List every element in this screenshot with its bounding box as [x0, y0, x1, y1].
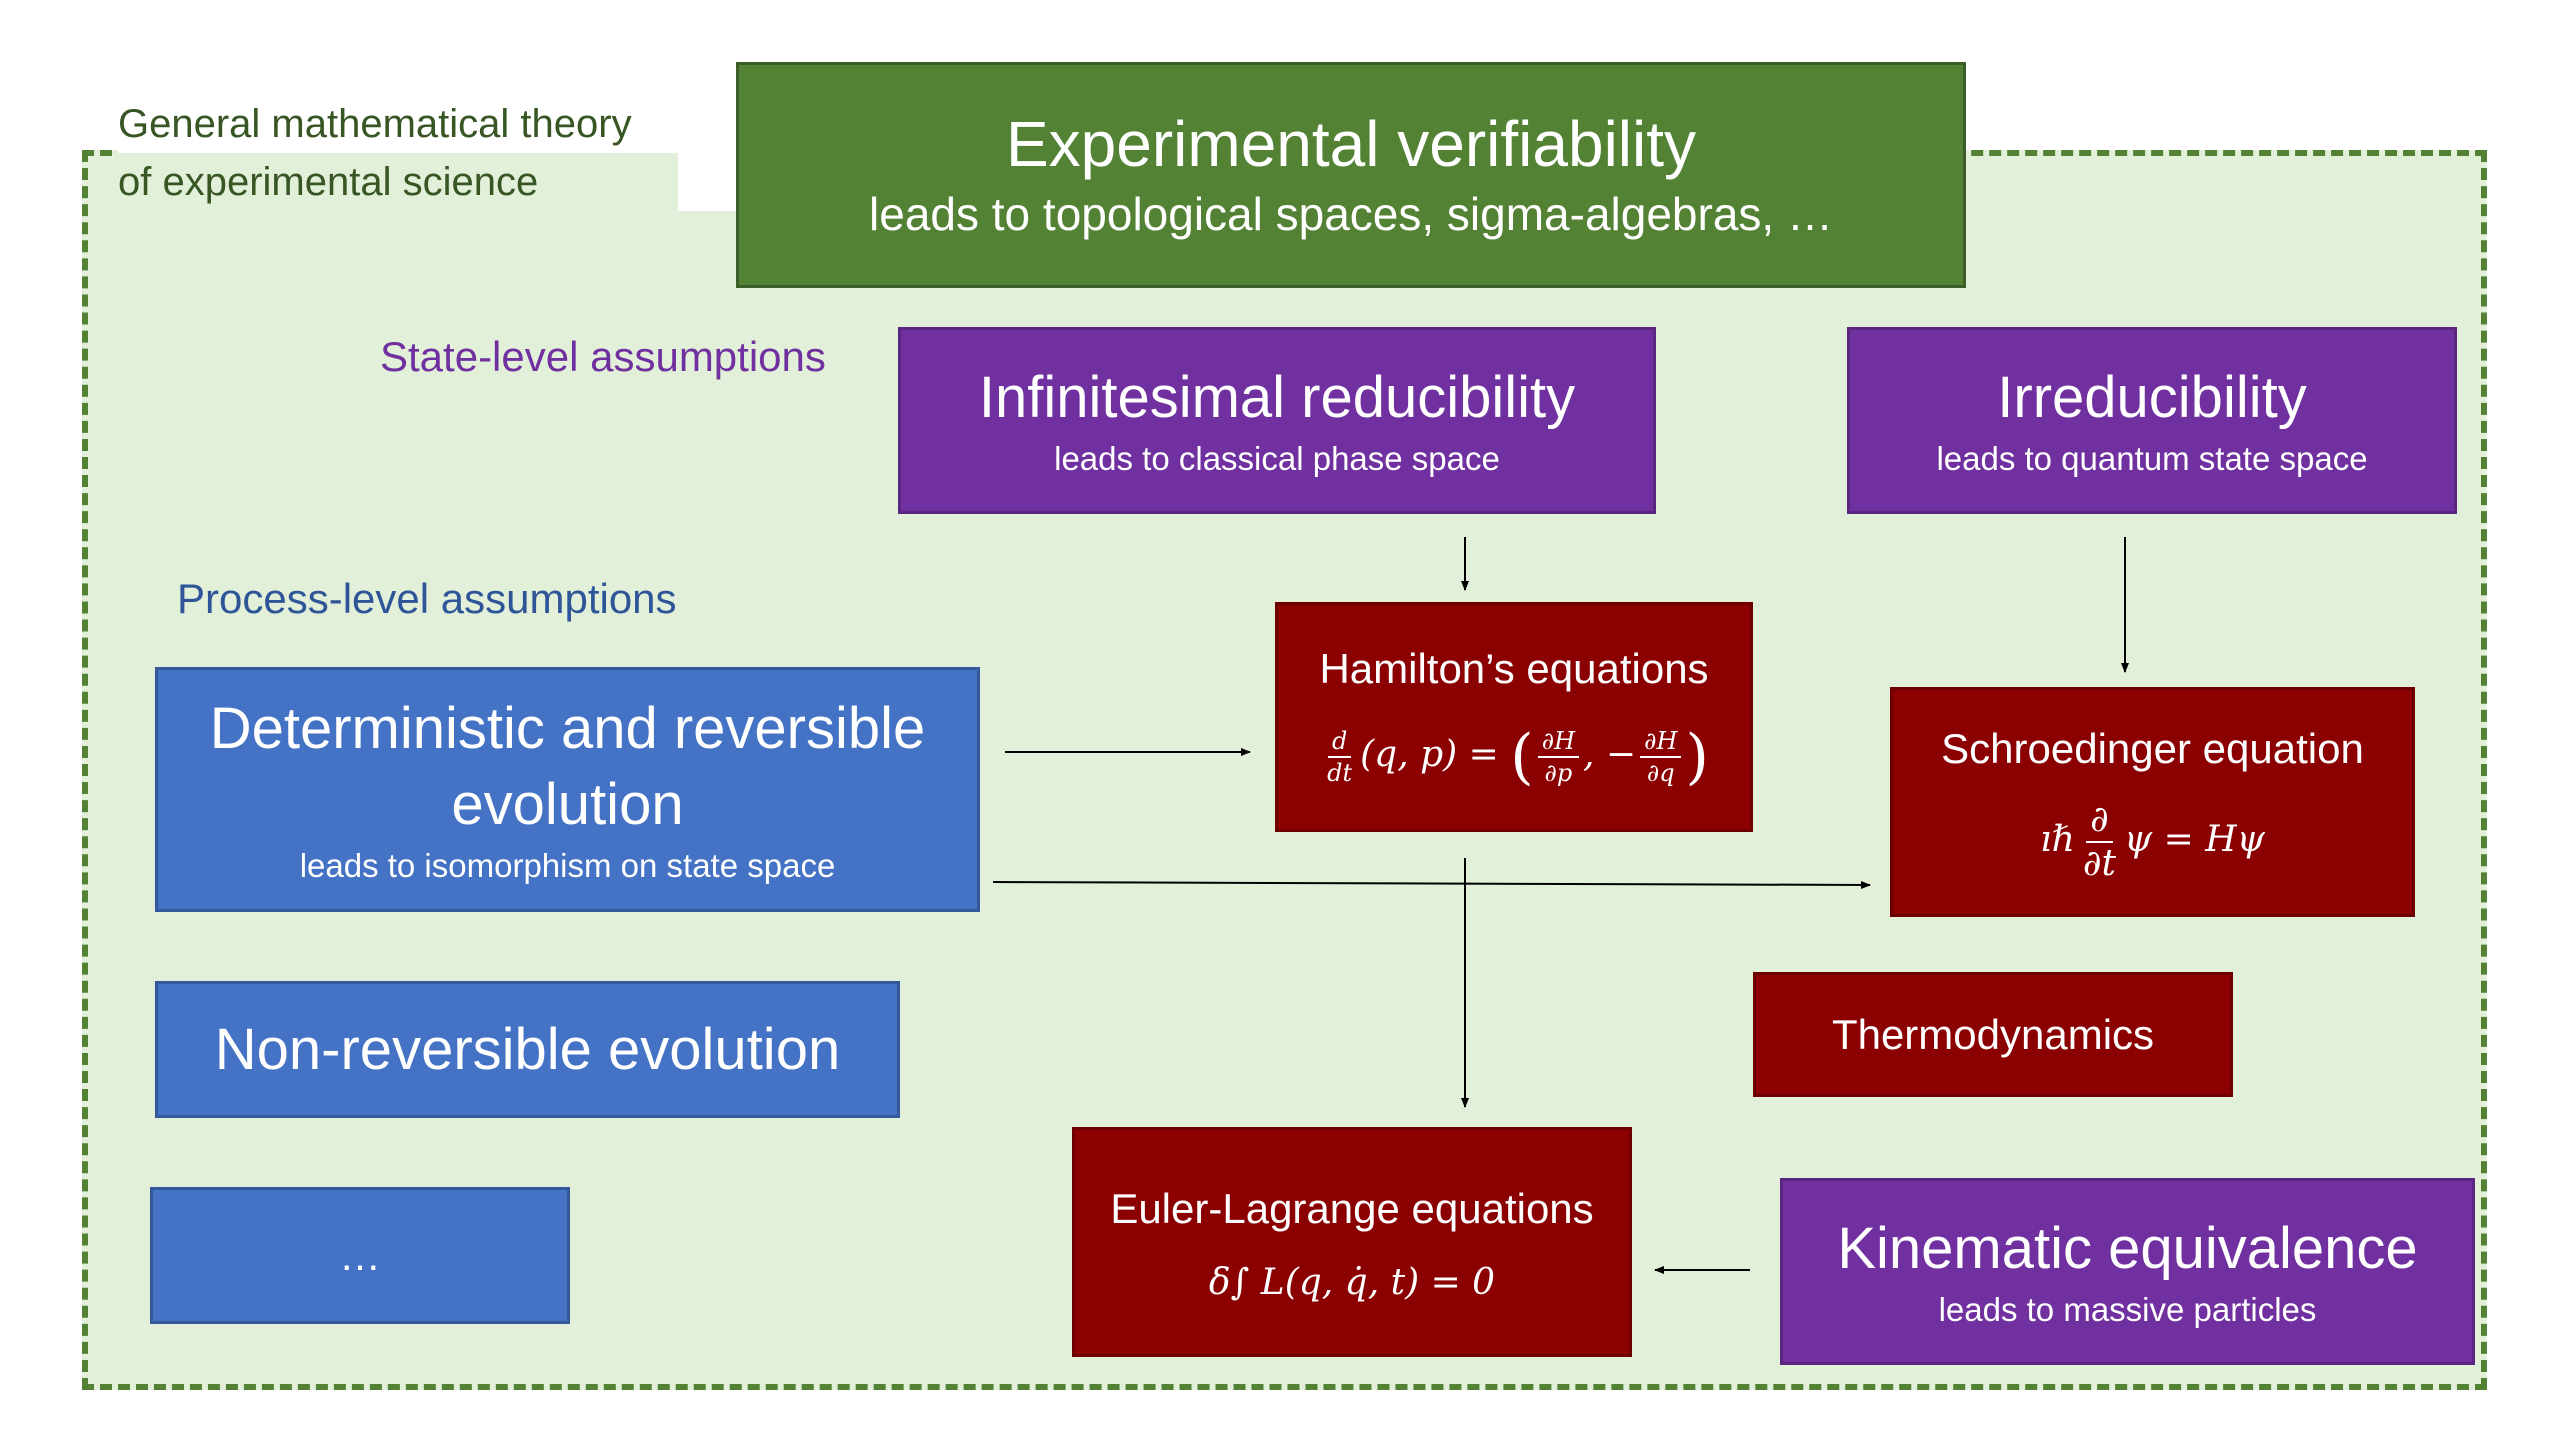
hamilton-close-paren: ) — [1685, 722, 1709, 792]
hamilton-d: d — [1327, 729, 1352, 758]
schroedinger-formula: ıℏ ∂ ∂t ψ = Hψ — [2040, 802, 2265, 882]
hamilton-dh1: ∂H — [1537, 729, 1580, 758]
kinematic-equivalence-subtitle: leads to massive particles — [1938, 1290, 2317, 1328]
hamilton-dh2: ∂H — [1640, 729, 1682, 758]
deterministic-subtitle: leads to isomorphism on state space — [299, 846, 836, 884]
schroedinger-dt: ∂t — [2082, 843, 2116, 884]
infinitesimal-reducibility-subtitle: leads to classical phase space — [1054, 439, 1500, 477]
hamilton-formula: d dt (q, p) = ( ∂H ∂p , − ∂H ∂q ) — [1319, 722, 1709, 792]
euler-lagrange-title: Euler-Lagrange equations — [1110, 1184, 1594, 1232]
hamilton-dq: ∂q — [1646, 759, 1675, 787]
infinitesimal-reducibility-title: Infinitesimal reducibility — [978, 364, 1576, 430]
process-level-label: Process-level assumptions — [177, 575, 677, 622]
hamilton-sep: , − — [1583, 734, 1637, 775]
schroedinger-title: Schroedinger equation — [1941, 725, 2364, 772]
schroedinger-suffix: ψ = Hψ — [2123, 819, 2265, 860]
irreducibility-subtitle: leads to quantum state space — [1936, 439, 2368, 477]
irreducibility-title: Irreducibility — [1997, 364, 2307, 430]
arrow-deterministic-to-schroedinger — [992, 880, 1871, 889]
schroedinger-partial: ∂ — [2086, 802, 2113, 843]
schroedinger-box: Schroedinger equation ıℏ ∂ ∂t ψ = Hψ — [1890, 687, 2415, 917]
euler-lagrange-formula: δ∫ L(q, q̇, t) = 0 — [1208, 1261, 1496, 1303]
deterministic-title-line1: Deterministic and reversible — [209, 695, 926, 761]
kinematic-equivalence-title: Kinematic equivalence — [1837, 1215, 2418, 1281]
experimental-verifiability-title: Experimental verifiability — [1005, 108, 1697, 180]
infinitesimal-reducibility-box: Infinitesimal reducibility leads to clas… — [898, 327, 1656, 514]
hamilton-box: Hamilton’s equations d dt (q, p) = ( ∂H … — [1275, 602, 1753, 832]
euler-lagrange-box: Euler-Lagrange equations δ∫ L(q, q̇, t) … — [1072, 1127, 1632, 1357]
hamilton-qp: (q, p) = — [1360, 734, 1499, 775]
experimental-verifiability-box: Experimental verifiability leads to topo… — [736, 62, 1966, 288]
frame-caption: General mathematical theory of experimen… — [118, 95, 738, 211]
non-reversible-title: Non-reversible evolution — [214, 1016, 841, 1082]
frame-caption-line2: of experimental science — [118, 153, 678, 211]
kinematic-equivalence-box: Kinematic equivalence leads to massive p… — [1780, 1178, 2475, 1365]
ellipsis-box: … — [150, 1187, 570, 1324]
ellipsis-title: … — [339, 1231, 381, 1279]
irreducibility-box: Irreducibility leads to quantum state sp… — [1847, 327, 2457, 514]
hamilton-d-dt: d dt — [1323, 729, 1356, 785]
hamilton-dt: dt — [1327, 759, 1353, 787]
hamilton-dh-dp: ∂H ∂p — [1537, 729, 1580, 787]
frame-caption-line1: General mathematical theory — [118, 102, 632, 146]
hamilton-dh-dq: ∂H ∂q — [1640, 729, 1682, 787]
hamilton-open-paren: ( — [1510, 722, 1534, 792]
thermodynamics-box: Thermodynamics — [1753, 972, 2233, 1097]
hamilton-dp: ∂p — [1544, 759, 1573, 787]
hamilton-title: Hamilton’s equations — [1319, 645, 1709, 692]
non-reversible-box: Non-reversible evolution — [155, 981, 900, 1118]
deterministic-title-line2: evolution — [451, 771, 684, 837]
deterministic-reversible-box: Deterministic and reversible evolution l… — [155, 667, 980, 912]
state-level-label: State-level assumptions — [380, 333, 826, 380]
experimental-verifiability-subtitle: leads to topological spaces, sigma-algeb… — [869, 188, 1833, 240]
schroedinger-partial-t: ∂ ∂t — [2079, 802, 2120, 882]
thermodynamics-title: Thermodynamics — [1831, 1010, 2155, 1058]
schroedinger-prefix: ıℏ — [2040, 819, 2075, 860]
